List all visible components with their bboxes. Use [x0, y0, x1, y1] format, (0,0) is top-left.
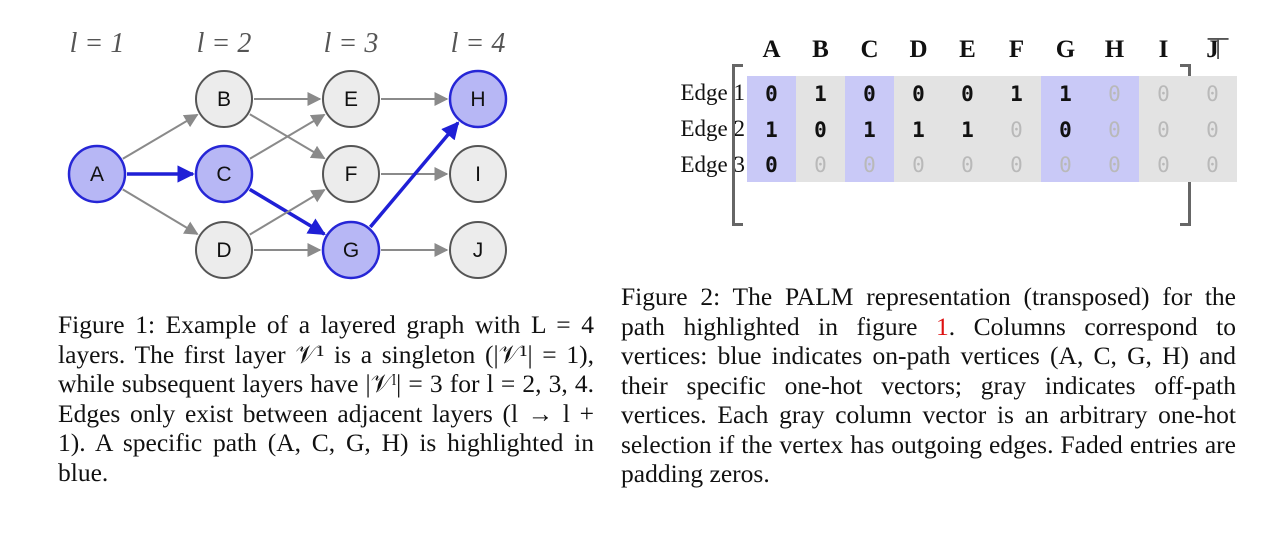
graph-node-B: B [195, 70, 253, 128]
matrix-cell: 1 [796, 76, 845, 112]
column-header-J: J [1206, 36, 1219, 63]
layer-label: l = 1 [70, 28, 125, 59]
matrix-cell: 0 [1090, 112, 1139, 148]
matrix-cell: 0 [747, 76, 796, 112]
row-label: Edge 3 [680, 152, 745, 177]
matrix-cell: 0 [1188, 112, 1237, 148]
layer-label: l = 3 [324, 28, 379, 59]
matrix-cell: 1 [992, 76, 1041, 112]
layered-graph-figure: l = 1 l = 2 l = 3 l = 4 A B C D E F G H I J [40, 22, 600, 312]
node-circle [449, 221, 507, 279]
edge-A-D [122, 188, 199, 235]
matrix-cell: 1 [747, 112, 796, 148]
node-label: B [217, 88, 231, 111]
layer-label: l = 4 [451, 28, 506, 59]
column-header-E: E [959, 36, 976, 63]
column-header-C: C [860, 36, 879, 63]
node-circle [195, 70, 253, 128]
graph-node-E: E [322, 70, 380, 128]
matrix-cell: 0 [1090, 148, 1139, 182]
matrix-cell: 1 [845, 112, 894, 148]
matrix-cell: 0 [845, 148, 894, 182]
graph-node-C: C [194, 144, 254, 204]
node-label: F [345, 163, 358, 186]
matrix-cell: 0 [1041, 112, 1090, 148]
caption-text-start: Figure 2: The PALM representation (trans… [621, 282, 1236, 341]
graph-node-D: D [195, 221, 253, 279]
node-circle [67, 144, 127, 204]
matrix-cell: 1 [894, 112, 943, 148]
matrix-cell: 0 [796, 112, 845, 148]
node-circle [448, 69, 508, 129]
column-header-H: H [1104, 36, 1125, 63]
matrix-cell: 1 [943, 112, 992, 148]
column-header-F: F [1008, 36, 1025, 63]
node-label: J [473, 239, 484, 262]
layered-graph: l = 1 l = 2 l = 3 l = 4 A B C D E F G H I J [67, 28, 508, 280]
matrix-cell: 0 [1139, 76, 1188, 112]
edge-C-E [249, 113, 326, 160]
matrix-cell: 0 [1139, 148, 1188, 182]
transpose-symbol: ⊤ [1205, 33, 1232, 66]
column-header-B: B [812, 36, 829, 63]
node-circle [322, 70, 380, 128]
figure-1-caption: Figure 1: Example of a layered graph wit… [58, 310, 594, 487]
layer-label: l = 2 [197, 28, 252, 59]
graph-node-H: H [448, 69, 508, 129]
graph-node-A: A [67, 144, 127, 204]
node-label: I [475, 163, 481, 186]
node-circle [449, 145, 507, 203]
node-label: D [216, 239, 231, 262]
column-header-D: D [909, 36, 928, 63]
matrix-cell: 0 [943, 76, 992, 112]
node-label: C [216, 163, 231, 186]
matrix-cell: 0 [943, 148, 992, 182]
node-circle [321, 220, 381, 280]
column-header-I: I [1158, 36, 1169, 63]
matrix-cell: 0 [1188, 76, 1237, 112]
matrix-left-bracket [732, 64, 743, 226]
graph-node-G: G [321, 220, 381, 280]
column-header-G: G [1055, 36, 1076, 63]
matrix-cell: 0 [894, 76, 943, 112]
node-label: H [470, 88, 485, 111]
matrix-cell: 0 [992, 148, 1041, 182]
matrix-cell: 0 [894, 148, 943, 182]
matrix-cell: 0 [1090, 76, 1139, 112]
matrix-cell: 0 [1139, 112, 1188, 148]
matrix-cell: 0 [992, 112, 1041, 148]
graph-node-I: I [449, 145, 507, 203]
node-label: G [343, 239, 359, 262]
matrix-cell: 0 [747, 148, 796, 182]
row-label: Edge 1 [680, 80, 745, 105]
node-label: A [90, 163, 104, 186]
matrix-cell: 0 [796, 148, 845, 182]
graph-node-J: J [449, 221, 507, 279]
figure-2-caption: Figure 2: The PALM representation (trans… [621, 282, 1236, 489]
node-circle [195, 221, 253, 279]
edge-A-B [122, 113, 199, 160]
row-label: Edge 2 [680, 116, 745, 141]
matrix-cell: 0 [845, 76, 894, 112]
path-edge-G-H [368, 121, 460, 229]
node-circle [322, 145, 380, 203]
node-circle [194, 144, 254, 204]
node-label: E [344, 88, 358, 111]
matrix-cell: 0 [1041, 148, 1090, 182]
edge-D-F [249, 189, 326, 236]
matrix-cell: 1 [1041, 76, 1090, 112]
column-header-A: A [762, 36, 781, 63]
figure-reference-link[interactable]: 1 [936, 311, 949, 341]
graph-node-F: F [322, 145, 380, 203]
matrix-cell: 0 [1188, 148, 1237, 182]
caption-text-end: . Columns correspond to vertices: blue i… [621, 311, 1237, 489]
